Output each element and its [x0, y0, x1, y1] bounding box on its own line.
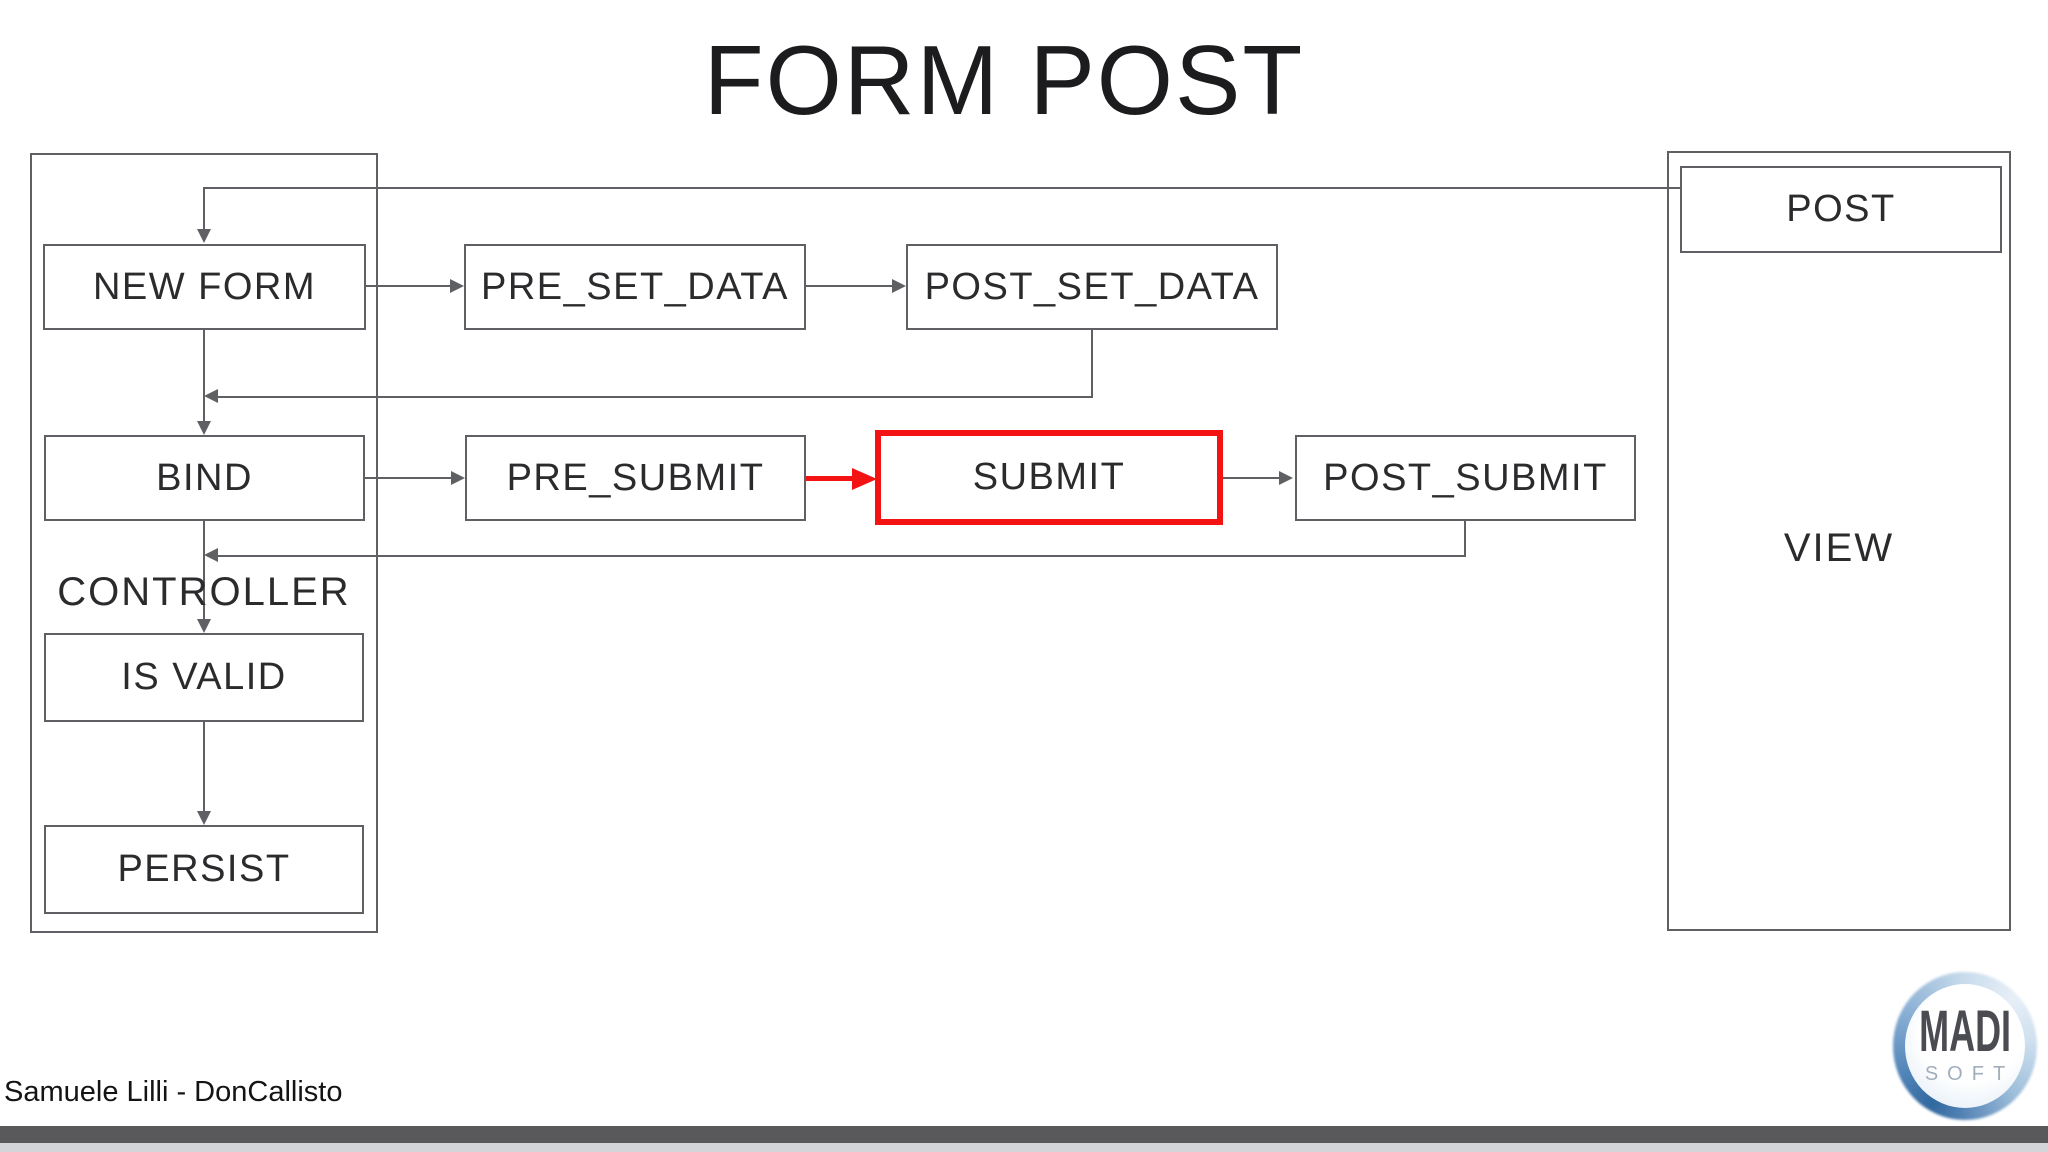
- controller-container: [30, 153, 378, 933]
- arrowhead-return-to-bind-line: [204, 389, 218, 403]
- connector-newform-to-bind: [203, 329, 205, 423]
- connector-postsetdata-return: [218, 396, 1091, 398]
- node-pre-submit-label: PRE_SUBMIT: [506, 456, 765, 499]
- connector-presubmit-to-submit-red: [767, 476, 852, 481]
- arrowhead-return-to-isvalid-line: [204, 548, 218, 562]
- author-credit: Samuele Lilli - DonCallisto: [4, 1076, 343, 1108]
- node-post-label: POST: [1786, 188, 1896, 230]
- node-submit-label: SUBMIT: [972, 456, 1126, 498]
- arrowhead-into-post-set-data: [892, 279, 906, 293]
- connector-isvalid-to-persist: [203, 721, 205, 812]
- connector-post-to-newform-vertical: [203, 187, 205, 231]
- controller-label: CONTROLLER: [57, 570, 351, 614]
- node-bind: BIND: [44, 435, 365, 521]
- node-submit-highlighted: SUBMIT: [875, 430, 1223, 525]
- view-label: VIEW: [1783, 526, 1895, 570]
- node-post-set-data: POST_SET_DATA: [906, 244, 1278, 330]
- arrowhead-into-pre-set-data: [450, 279, 464, 293]
- arrowhead-into-persist: [197, 811, 211, 825]
- node-post-set-data-label: POST_SET_DATA: [924, 265, 1260, 308]
- connector-postsubmit-drop: [1464, 520, 1466, 557]
- madisoft-logo: MADI SOFT: [1893, 972, 2037, 1120]
- connector-bind-to-presubmit: [352, 477, 451, 479]
- connector-post-to-newform-horizontal: [203, 187, 1680, 189]
- node-bind-label: BIND: [156, 456, 253, 499]
- arrowhead-into-post-submit: [1279, 471, 1293, 485]
- arrowhead-into-is-valid: [197, 619, 211, 633]
- connector-submit-to-postsubmit: [1180, 477, 1279, 479]
- connector-newform-to-presetdata: [352, 285, 450, 287]
- connector-bind-to-isvalid: [203, 520, 205, 620]
- bottom-bar: [0, 1126, 2048, 1143]
- node-post-submit: POST_SUBMIT: [1295, 435, 1636, 521]
- arrowhead-into-bind: [197, 421, 211, 435]
- node-persist-label: PERSIST: [117, 848, 291, 890]
- logo-text-soft: SOFT: [1924, 1063, 2015, 1086]
- connector-postsetdata-drop: [1091, 329, 1093, 398]
- node-post-submit-label: POST_SUBMIT: [1323, 456, 1608, 499]
- node-persist: PERSIST: [44, 825, 364, 914]
- node-post: POST: [1680, 166, 2002, 253]
- bottom-strip: [0, 1143, 2048, 1152]
- connector-presetdata-to-postsetdata: [792, 285, 892, 287]
- logo-text-madi: MADI: [1919, 998, 2011, 1064]
- node-pre-set-data: PRE_SET_DATA: [464, 244, 806, 330]
- logo-inner-disc: MADI SOFT: [1905, 984, 2025, 1108]
- arrowhead-into-new-form: [197, 229, 211, 243]
- node-new-form-label: NEW FORM: [92, 265, 317, 308]
- connector-postsubmit-return: [218, 555, 1464, 557]
- node-new-form: NEW FORM: [43, 244, 366, 330]
- arrowhead-red-into-submit: [852, 468, 877, 490]
- page-title: FORM POST: [703, 25, 1305, 135]
- arrowhead-into-pre-submit: [451, 471, 465, 485]
- node-pre-submit: PRE_SUBMIT: [465, 435, 806, 521]
- view-container: [1667, 151, 2011, 931]
- node-pre-set-data-label: PRE_SET_DATA: [480, 265, 789, 308]
- node-is-valid: IS VALID: [44, 633, 364, 722]
- node-is-valid-label: IS VALID: [121, 656, 287, 698]
